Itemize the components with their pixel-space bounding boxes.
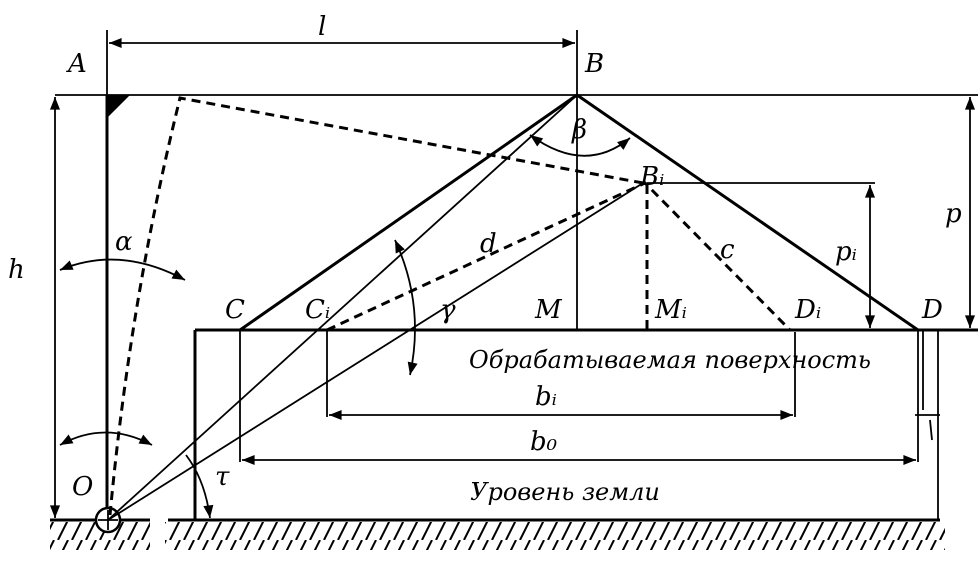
label-A: A [66,49,87,79]
gamma-arc [394,239,418,376]
label-c: c [720,235,735,265]
alpha-arc [59,258,186,281]
ground-hatch-right [165,522,945,550]
dashed-rotated-arm [108,96,644,516]
label-Ci: Cᵢ [305,295,330,325]
label-pi: pᵢ [835,237,857,267]
surface-label: Обрабатываемая поверхность [469,346,871,374]
label-C: C [225,295,245,325]
label-O: O [72,472,93,502]
label-d: d [480,229,497,259]
label-alpha: α [115,227,133,257]
triangle-BiCiDi [326,181,792,332]
label-beta: β [571,115,587,145]
label-gamma: γ [440,295,456,325]
ray-O-B [107,94,578,521]
label-tau: τ [215,462,230,492]
label-Di: Dᵢ [794,295,821,325]
label-Mi: Mᵢ [654,295,687,325]
label-l: l [318,12,326,42]
label-bi: bᵢ [535,382,557,412]
pivot-arc [59,431,153,446]
ground-label: Уровень земли [470,478,660,506]
corner-mark [107,95,130,118]
tau-arc [185,454,214,519]
label-p: p [945,199,962,229]
beta-arc [529,134,631,157]
label-h: h [8,255,25,285]
label-b0: b₀ [530,427,558,457]
label-Bi: Bᵢ [639,162,664,192]
label-D: D [921,295,943,325]
ray-O-Bi [107,182,644,521]
label-B: B [584,49,604,79]
label-M: M [534,295,563,325]
